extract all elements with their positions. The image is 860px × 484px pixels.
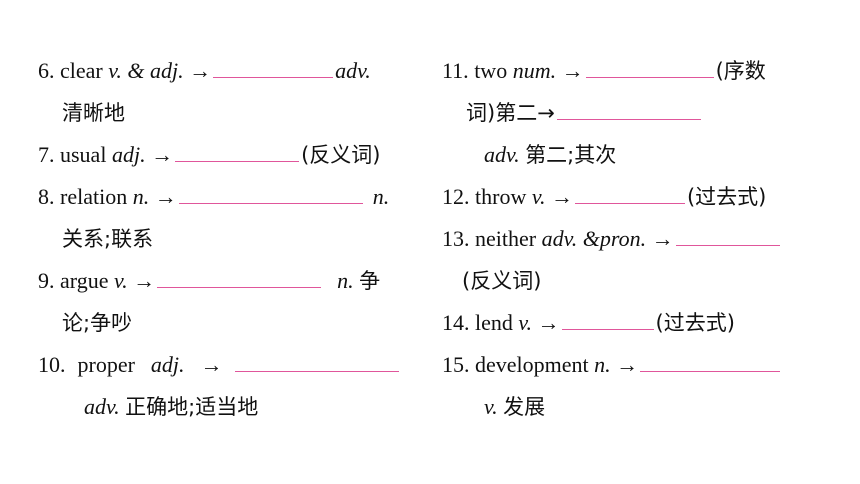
item-note: (反义词) — [301, 143, 381, 167]
answer-blank[interactable] — [675, 225, 780, 246]
answer-pos: v. — [484, 394, 498, 419]
arrow: → — [200, 352, 223, 377]
item-14-line-1: 14. lend v. → (过去式) — [442, 308, 735, 338]
item-pos: adj. — [111, 142, 146, 167]
item-number: 13. — [442, 226, 470, 251]
item-word: relation — [60, 184, 128, 209]
item-11-line-1: 11. two num. → (序数 — [442, 56, 766, 86]
answer-blank[interactable] — [556, 99, 701, 120]
item-meaning: 正确地;适当地 — [125, 395, 259, 419]
item-9-line-2: 论;争吵 — [62, 308, 132, 338]
item-9-line-1: 9. argue v. → n. 争 — [38, 266, 380, 296]
item-note-part: (序数 — [715, 59, 766, 83]
item-word: lend — [475, 310, 513, 335]
arrow: → — [154, 184, 177, 209]
item-pos: v. — [531, 184, 546, 209]
arrow: → — [189, 58, 212, 83]
item-8-line-2: 关系;联系 — [62, 224, 153, 254]
item-13-line-1: 13. neither adv. &pron. → — [442, 224, 782, 254]
item-meaning: 关系;联系 — [62, 227, 154, 251]
item-pos: n. — [594, 352, 611, 377]
item-pos: num. — [512, 58, 557, 83]
item-pos: v. — [518, 310, 533, 335]
arrow: → — [616, 352, 639, 377]
item-8-line-1: 8. relation n. →n. — [38, 182, 389, 212]
item-word: development — [475, 352, 589, 377]
item-number: 12. — [442, 184, 470, 209]
item-meaning: 发展 — [503, 395, 546, 419]
item-meaning-part: 争 — [359, 269, 381, 293]
item-word: argue — [60, 268, 109, 293]
item-meaning: 第二;其次 — [525, 143, 617, 167]
answer-blank[interactable] — [585, 57, 714, 78]
item-10-line-1: 10. proper adj. → — [38, 350, 401, 380]
item-11-line-2: 词)第二→ — [466, 98, 703, 128]
item-note: (过去式) — [686, 185, 767, 209]
answer-pos: adv. — [484, 142, 520, 167]
item-10-line-2: adv. 正确地;适当地 — [84, 392, 258, 422]
arrow: → — [133, 268, 156, 293]
answer-pos: adv. — [84, 394, 120, 419]
arrow: → — [651, 226, 674, 251]
arrow: → — [151, 142, 174, 167]
item-pos: adj. — [150, 352, 185, 377]
answer-blank[interactable] — [157, 267, 322, 288]
answer-blank[interactable] — [234, 351, 399, 372]
item-word: clear — [60, 58, 103, 83]
item-word: proper — [77, 352, 135, 377]
item-11-line-3: adv. 第二;其次 — [484, 140, 616, 170]
answer-pos: n. — [372, 184, 390, 209]
item-note: (反义词) — [462, 269, 542, 293]
item-number: 6. — [38, 58, 55, 83]
item-note: (过去式) — [655, 311, 735, 335]
answer-pos: adv. — [335, 58, 371, 83]
item-meaning-part: 论;争吵 — [62, 311, 133, 335]
item-pos: n. — [132, 184, 150, 209]
item-word: throw — [475, 184, 527, 209]
item-number: 9. — [38, 268, 55, 293]
item-word: usual — [60, 142, 107, 167]
item-pos: v. — [113, 268, 128, 293]
answer-blank[interactable] — [213, 57, 334, 78]
arrow: → — [561, 58, 584, 83]
item-6-line-1: 6. clear v. & adj. → adv. — [38, 56, 371, 86]
item-15-line-2: v. 发展 — [484, 392, 545, 422]
answer-blank[interactable] — [175, 141, 300, 162]
item-number: 10. — [38, 352, 66, 377]
item-number: 14. — [442, 310, 470, 335]
item-pos: v. & adj. — [108, 58, 184, 83]
item-number: 11. — [442, 58, 469, 83]
item-number: 15. — [442, 352, 470, 377]
item-number: 7. — [38, 142, 55, 167]
item-12-line-1: 12. throw v. → (过去式) — [442, 182, 766, 212]
answer-pos: n. — [337, 268, 354, 293]
item-word: neither — [475, 226, 537, 251]
answer-blank[interactable] — [640, 351, 781, 372]
item-13-line-2: (反义词) — [462, 266, 541, 296]
arrow: → — [537, 310, 560, 335]
item-number: 8. — [38, 184, 55, 209]
item-15-line-1: 15. development n. → — [442, 350, 782, 380]
item-pos: adv. &pron. — [541, 226, 647, 251]
answer-blank[interactable] — [574, 183, 685, 204]
arrow: → — [550, 184, 573, 209]
answer-blank[interactable] — [561, 309, 654, 330]
item-word: two — [474, 58, 508, 83]
item-6-line-2: 清晰地 — [62, 98, 125, 128]
answer-blank[interactable] — [178, 183, 363, 204]
item-note-part: 词)第二→ — [466, 101, 555, 125]
item-meaning: 清晰地 — [62, 101, 125, 125]
item-7-line-1: 7. usual adj. → (反义词) — [38, 140, 380, 170]
